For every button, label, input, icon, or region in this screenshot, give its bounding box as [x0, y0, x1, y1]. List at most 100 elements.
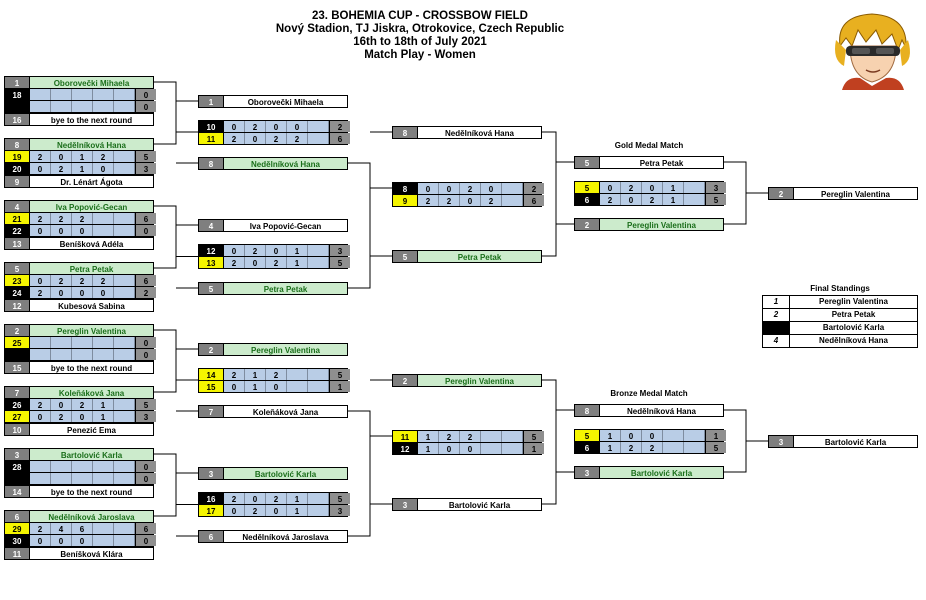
set-point: 0	[600, 182, 621, 193]
set-point: 2	[51, 411, 72, 422]
set-point: 2	[93, 275, 114, 286]
set-point	[114, 163, 135, 174]
target-number: 11	[393, 431, 418, 442]
archer-name: Nedělníková Hana	[445, 129, 514, 138]
set-point	[114, 89, 135, 100]
set-point	[684, 182, 705, 193]
set-point	[308, 121, 329, 132]
set-point: 2	[72, 399, 93, 410]
set-point: 0	[72, 287, 93, 298]
set-point: 2	[642, 194, 663, 205]
set-total: 1	[523, 443, 544, 454]
set-total: 0	[135, 461, 156, 472]
set-total: 0	[135, 535, 156, 546]
set-point: 1	[418, 431, 439, 442]
set-point: 2	[481, 195, 502, 206]
set-point: 0	[460, 195, 481, 206]
archer-name: Oborovečki Mihaela	[247, 98, 324, 107]
archer-name: Nedělníková Jaroslava	[30, 511, 153, 522]
archer-name: Pereglin Valentina	[600, 219, 723, 230]
set-point	[93, 213, 114, 224]
target-number: 10	[199, 121, 224, 132]
set-total: 5	[705, 194, 726, 205]
set-point: 0	[460, 443, 481, 454]
target-number	[5, 101, 30, 112]
target-number: 16	[199, 493, 224, 504]
bracket-connector	[154, 453, 198, 517]
set-point	[30, 337, 51, 348]
set-point	[663, 442, 684, 453]
set-point	[114, 411, 135, 422]
set-point: 2	[30, 399, 51, 410]
set-point	[308, 257, 329, 268]
set-point	[308, 245, 329, 256]
set-point	[93, 337, 114, 348]
set-point: 2	[418, 195, 439, 206]
archer-name: Beníšková Klára	[60, 550, 123, 559]
target-number: 24	[5, 287, 30, 298]
set-point: 0	[51, 151, 72, 162]
set-point	[51, 473, 72, 484]
set-point: 0	[224, 245, 245, 256]
set-point: 2	[93, 151, 114, 162]
target-number: 21	[5, 213, 30, 224]
set-point: 4	[51, 523, 72, 534]
standings-rank: 4	[763, 335, 790, 347]
set-point: 2	[287, 133, 308, 144]
seed-number: 8	[5, 139, 30, 150]
archer-name: Petra Petak	[224, 283, 347, 294]
seed-number: 12	[5, 300, 30, 311]
seed-number: 3	[575, 467, 600, 478]
score-row: 0	[4, 472, 156, 485]
set-point: 0	[224, 505, 245, 516]
set-point: 2	[460, 431, 481, 442]
set-point: 0	[93, 287, 114, 298]
score-row: 0	[4, 100, 156, 113]
set-point: 2	[224, 369, 245, 380]
set-point: 2	[245, 505, 266, 516]
set-point: 1	[663, 194, 684, 205]
target-number	[5, 349, 30, 360]
set-point: 0	[30, 275, 51, 286]
archer-name: Bartolović Karla	[448, 501, 511, 510]
target-number: 18	[5, 89, 30, 100]
set-total: 6	[135, 275, 156, 286]
set-point	[481, 431, 502, 442]
set-point	[30, 473, 51, 484]
set-point: 0	[51, 287, 72, 298]
target-number: 28	[5, 461, 30, 472]
set-total: 3	[135, 163, 156, 174]
set-total: 6	[135, 213, 156, 224]
bracket-connector	[542, 131, 574, 257]
set-point	[30, 101, 51, 112]
seed-number: 4	[199, 220, 224, 231]
set-point	[114, 461, 135, 472]
archer-name: Petra Petak	[418, 251, 541, 262]
set-point: 2	[30, 151, 51, 162]
set-point: 2	[621, 182, 642, 193]
set-point	[502, 183, 523, 194]
set-point	[287, 381, 308, 392]
seed-number: 8	[199, 158, 224, 169]
set-point	[308, 133, 329, 144]
set-point	[114, 473, 135, 484]
seed-number: 3	[5, 449, 30, 460]
set-total: 5	[523, 431, 544, 442]
set-point: 2	[266, 133, 287, 144]
set-point: 0	[224, 381, 245, 392]
set-total: 5	[135, 399, 156, 410]
set-point	[502, 443, 523, 454]
seed-number: 6	[5, 511, 30, 522]
target-number: 25	[5, 337, 30, 348]
